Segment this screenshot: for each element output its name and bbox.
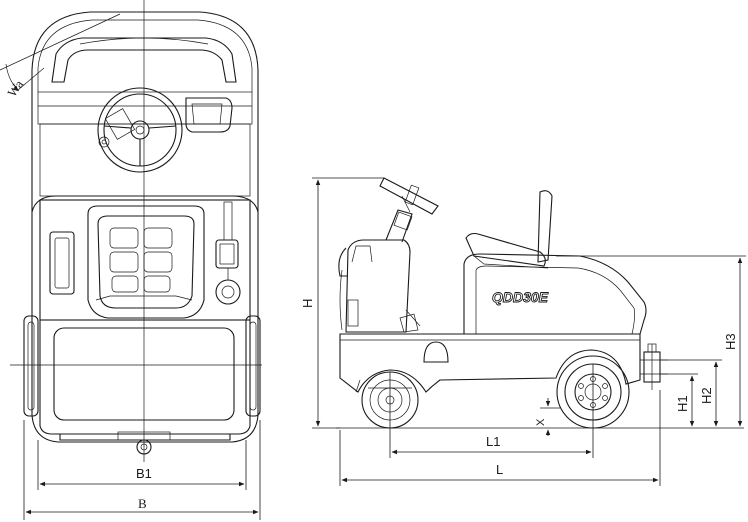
seat-back — [537, 190, 553, 263]
left-side-slot — [49, 231, 75, 295]
wa-line-2 — [17, 67, 45, 91]
top-view-outer-body — [31, 11, 259, 443]
mid-body — [39, 199, 251, 321]
rear-body — [463, 253, 647, 335]
front-compartment — [39, 123, 251, 197]
right-lever — [223, 201, 233, 241]
side-marker-lamp — [423, 341, 449, 363]
side-steering-wheel — [379, 177, 439, 215]
front-handle-curve — [79, 37, 209, 45]
b-label: B — [138, 496, 147, 511]
right-gauge — [215, 279, 241, 305]
top-view: Wa — [0, 0, 262, 520]
l-label: L — [496, 462, 503, 477]
model-name: QDD30E — [492, 289, 549, 305]
pedal — [399, 313, 419, 333]
side-tow-hitch — [640, 343, 668, 390]
steering-column-plate — [104, 108, 136, 140]
seat-cushion — [465, 232, 546, 267]
seat-outer — [87, 205, 205, 319]
b1-label: B1 — [136, 466, 152, 481]
seat-inner — [97, 215, 195, 309]
h1-label: H1 — [675, 395, 690, 412]
front-console — [345, 239, 411, 333]
steering-column — [385, 209, 413, 243]
left-rear-wheel — [23, 315, 39, 417]
l1-label: L1 — [486, 434, 500, 449]
wa-arc — [5, 63, 19, 91]
wa-line-1 — [0, 13, 121, 71]
instrument-box — [185, 97, 233, 133]
headlight — [338, 247, 348, 277]
seat-cushion-grid — [109, 227, 173, 293]
chassis — [339, 333, 641, 393]
side-view: QDD30E H — [300, 177, 746, 486]
steering-wheel-outer — [97, 87, 183, 173]
wa-label: Wa — [4, 77, 26, 100]
h2-label: H2 — [699, 387, 714, 404]
rear-deck — [53, 327, 235, 421]
tow-hitch — [136, 439, 152, 455]
dashboard-band — [37, 91, 253, 125]
top-view-hood-inner — [37, 19, 253, 92]
h3-label: H3 — [723, 333, 738, 350]
x-label: X — [535, 418, 547, 426]
h-label: H — [300, 299, 315, 308]
right-rear-wheel — [245, 315, 261, 417]
front-handle — [51, 37, 237, 83]
